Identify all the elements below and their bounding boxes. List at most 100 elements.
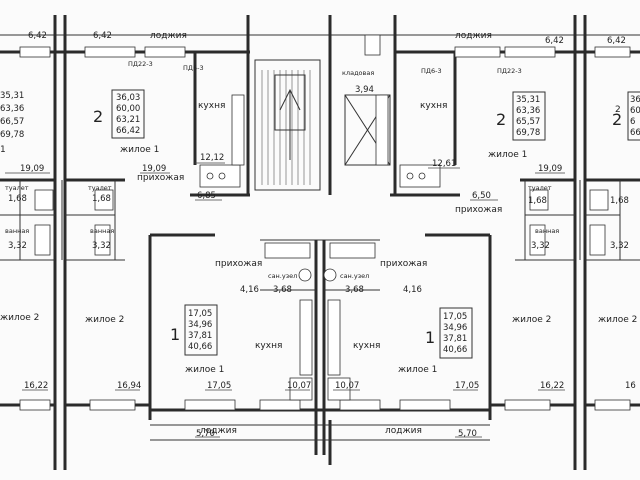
- apt-bl-line1: 17,05: [188, 309, 212, 319]
- loggia-top-right-label: лоджия: [455, 31, 492, 41]
- kitchen-top-right-label: кухня: [420, 101, 447, 111]
- area-underlines: [5, 94, 565, 438]
- apt-tl-line3: 63,21: [116, 115, 140, 125]
- mark-pd6-left: ПД6-3: [183, 64, 204, 72]
- area-living1-tl2: 19,09: [142, 164, 166, 174]
- living2-left-label: жилое 2: [85, 315, 124, 325]
- apt-tl-line2: 60,00: [116, 104, 140, 114]
- apt-fl-line1: 35,31: [0, 91, 24, 101]
- apt-fl-partial: 1: [0, 145, 6, 155]
- area-hall-br: 4,16: [403, 285, 422, 295]
- toilet-right-label: туалет: [528, 184, 552, 192]
- apt-tr-line1: 35,31: [516, 95, 540, 105]
- mark-pd6-right: ПД6-3: [421, 67, 442, 75]
- area-loggia-tl: 6,42: [28, 31, 47, 41]
- living1-top-left-label: жилое 1: [120, 145, 159, 155]
- apt-tr-line2: 63,36: [516, 106, 540, 116]
- area-toilet-l2: 1,68: [92, 194, 111, 204]
- apt-tr-line3: 65,57: [516, 117, 540, 127]
- area-values: 6,42 6,42 6,42 6,42 5,70 5,70 12,12 12,6…: [8, 31, 636, 439]
- living2-right-label: жилое 2: [512, 315, 551, 325]
- mark-pd22-left: ПД22-3: [128, 60, 153, 68]
- living2-far-left-label: жилое 2: [0, 313, 39, 323]
- area-bath-r1: 3,32: [531, 241, 550, 251]
- apt-br-line1: 17,05: [443, 312, 467, 322]
- bathroom-br-label: сан.узел: [340, 272, 369, 280]
- area-hall-tl: 6,85: [197, 191, 216, 201]
- apt-tl-line4: 66,42: [116, 126, 140, 136]
- apt-fr-partial-mark: 2: [615, 105, 621, 115]
- area-living1-br: 17,05: [455, 381, 479, 391]
- area-kitchen-tr: 12,61: [432, 159, 456, 169]
- area-living2-fl: 16,22: [24, 381, 48, 391]
- apt-tr-rooms: 2: [496, 110, 506, 129]
- windows: [19, 46, 631, 411]
- toilet-left-label: туалет: [88, 184, 112, 192]
- apt-tl-rooms: 2: [93, 107, 103, 126]
- area-toilet-r1: 1,68: [528, 196, 547, 206]
- mark-pd22-right: ПД22-3: [497, 67, 522, 75]
- area-living1-tl: 19,09: [20, 164, 44, 174]
- apt-bl-line4: 40,66: [188, 342, 212, 352]
- apt-fl-line2: 63,36: [0, 104, 24, 114]
- area-living2-l: 16,94: [117, 381, 141, 391]
- apartment-top-left: 2 36,03 60,00 63,21 66,42: [93, 89, 145, 139]
- apt-br-line4: 40,66: [443, 345, 467, 355]
- hall-top-left-label: прихожая: [137, 173, 184, 183]
- area-loggia-br: 5,70: [458, 429, 477, 439]
- area-fr-partial: 16: [625, 381, 636, 391]
- area-bathroom-bl: 3,68: [273, 285, 292, 295]
- apt-fl-line3: 66,57: [0, 117, 24, 127]
- area-bathroom-br: 3,68: [345, 285, 364, 295]
- apartment-far-right: 2 36 60 6 66: [612, 91, 640, 141]
- apt-fr-rooms: 2: [612, 110, 622, 129]
- kitchen-bottom-left-label: кухня: [255, 341, 282, 351]
- apt-fr-line3: 6: [630, 117, 635, 127]
- area-hall-tr: 6,50: [472, 191, 491, 201]
- apt-bl-line2: 34,96: [188, 320, 212, 330]
- apt-tl-line1: 36,03: [116, 93, 140, 103]
- living1-top-right-label: жилое 1: [488, 150, 527, 160]
- fixtures: [34, 34, 609, 401]
- area-hall-bl: 4,16: [240, 285, 259, 295]
- bath-right-label: ванная: [535, 227, 559, 235]
- walls: [0, 15, 640, 470]
- apt-fr-line1: 36: [630, 95, 640, 105]
- tech-marks: ПД22-3 ПД6-3 ПД6-3 ПД22-3 2: [128, 60, 621, 115]
- area-bath-l1: 3,32: [8, 241, 27, 251]
- area-living1-bl: 17,05: [207, 381, 231, 391]
- kitchen-top-left-label: кухня: [198, 101, 225, 111]
- area-living1-tr: 19,09: [538, 164, 562, 174]
- apartment-far-left: 35,31 63,36 66,57 69,78 1: [0, 91, 24, 155]
- area-living2-r: 16,22: [540, 381, 564, 391]
- apt-bl-rooms: 1: [170, 325, 180, 344]
- apt-br-line2: 34,96: [443, 323, 467, 333]
- living2-far-right-label: жилое 2: [598, 315, 637, 325]
- apartment-bottom-right: 1 17,05 34,96 37,81 40,66: [425, 307, 473, 359]
- hall-bottom-left-label: прихожая: [215, 259, 262, 269]
- hall-top-right-label: прихожая: [455, 205, 502, 215]
- living1-bottom-left-label: жилое 1: [185, 365, 224, 375]
- apt-fl-line4: 69,78: [0, 130, 24, 140]
- apt-tr-line4: 69,78: [516, 128, 540, 138]
- hall-bottom-right-label: прихожая: [380, 259, 427, 269]
- apt-fr-line4: 66: [630, 128, 640, 138]
- toilet-far-left-label: туалет: [5, 184, 29, 192]
- area-toilet-r2: 1,68: [610, 196, 629, 206]
- bath-far-left-label: ванная: [5, 227, 29, 235]
- area-loggia-tl2: 6,42: [93, 31, 112, 41]
- area-storage: 3,94: [355, 85, 374, 95]
- apt-br-rooms: 1: [425, 328, 435, 347]
- storage-label: кладовая: [342, 69, 374, 77]
- apartment-top-right: 2 35,31 63,36 65,57 69,78: [496, 91, 546, 141]
- area-bath-r2: 3,32: [610, 241, 629, 251]
- loggia-bottom-right-label: лоджия: [385, 426, 422, 436]
- apartment-bottom-left: 1 17,05 34,96 37,81 40,66: [170, 304, 218, 356]
- area-toilet-l1: 1,68: [8, 194, 27, 204]
- area-kitchen-br: 10,07: [335, 381, 359, 391]
- room-labels: лоджия лоджия лоджия лоджия кухня кухня …: [0, 31, 637, 436]
- apt-bl-line3: 37,81: [188, 331, 212, 341]
- stairwell: [254, 59, 321, 191]
- bath-left-label: ванная: [90, 227, 114, 235]
